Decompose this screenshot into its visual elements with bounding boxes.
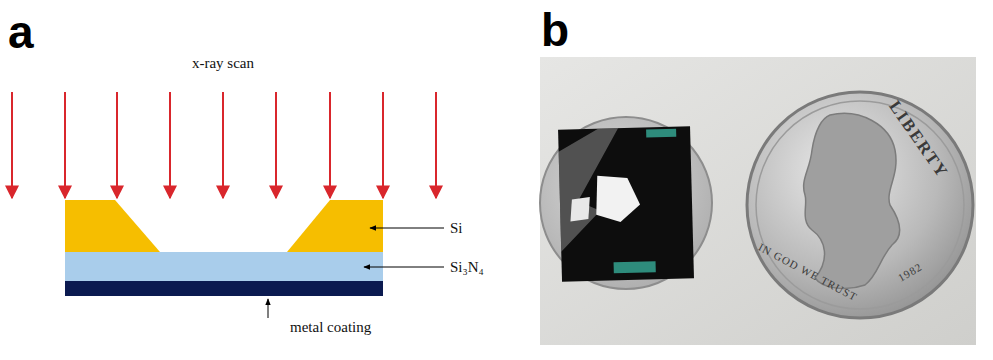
layer-label: Si₃N₄ xyxy=(450,259,484,276)
membrane-chip xyxy=(558,126,694,281)
annotation: x-ray scan xyxy=(192,55,254,72)
metal-layer xyxy=(65,281,383,296)
layer-label: metal coating xyxy=(290,319,371,336)
si-frame-right xyxy=(287,200,383,252)
panel-label: a xyxy=(8,7,34,58)
dime-coin xyxy=(747,92,973,318)
leader-lines xyxy=(268,228,444,318)
photo-background xyxy=(540,57,976,345)
nitride-layer xyxy=(65,252,383,281)
panel-label: b xyxy=(541,5,569,56)
sample-holder xyxy=(540,117,712,289)
si-frame-left xyxy=(65,200,160,252)
xray-arrows xyxy=(12,92,436,198)
layer-label: Si xyxy=(450,220,463,237)
